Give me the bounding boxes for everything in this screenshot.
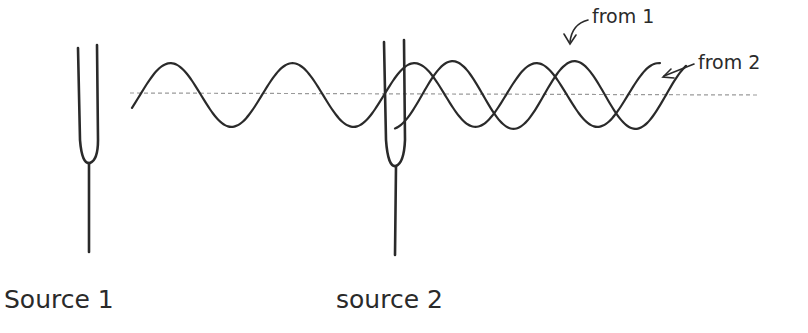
- wave-label: from 1: [592, 6, 654, 27]
- wave-from-source-2: [395, 61, 686, 129]
- wave-label: from 2: [698, 52, 760, 73]
- arrow-head: [663, 69, 674, 78]
- arrow-head: [564, 34, 576, 44]
- tuning-fork: [78, 45, 98, 163]
- leader-arrow: [664, 64, 694, 76]
- tuning-fork: [384, 40, 405, 166]
- wave-from-source-1: [132, 63, 660, 127]
- fork-stem: [88, 163, 91, 252]
- fork-stem: [395, 166, 396, 255]
- source-label: source 2: [336, 286, 443, 314]
- source-label: Source 1: [4, 286, 114, 314]
